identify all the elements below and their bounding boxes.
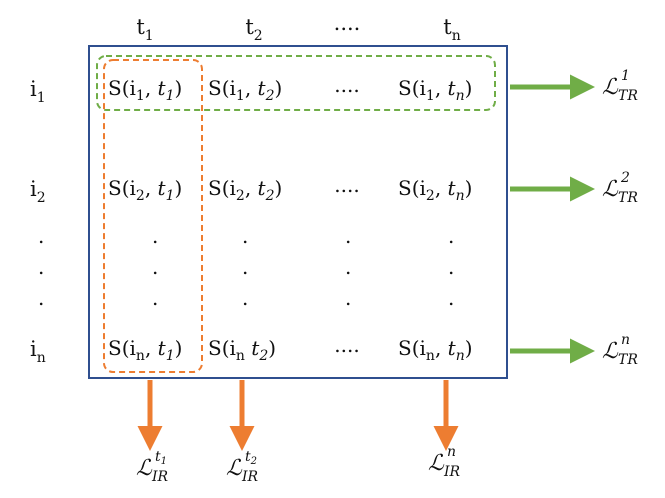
- ellipsis-dot: .: [448, 224, 454, 248]
- svg-text:ℒ: ℒ: [602, 339, 619, 364]
- ellipsis-cell: ....: [334, 333, 359, 357]
- column-headers: t1 t2 .... tn: [136, 11, 460, 44]
- svg-text:IR: IR: [241, 469, 259, 485]
- svg-text:ℒ: ℒ: [602, 177, 619, 202]
- row-label: i1: [30, 77, 46, 106]
- ir-loss: ℒ t2 IR: [226, 449, 259, 485]
- score-cell: S(i1, t2): [208, 76, 282, 104]
- svg-text:n: n: [621, 332, 630, 348]
- svg-text:IR: IR: [151, 469, 169, 485]
- svg-text:TR: TR: [618, 190, 638, 206]
- row-labels: i1 i2 . . . in: [30, 77, 46, 366]
- ellipsis-cell: ....: [334, 173, 359, 197]
- row-highlight-box: [96, 55, 496, 111]
- svg-text:ℒ: ℒ: [602, 75, 619, 100]
- ellipsis-dot: .: [345, 224, 351, 248]
- ellipsis-dot: .: [242, 255, 248, 279]
- ellipsis-dot: .: [242, 286, 248, 310]
- score-cell: S(i1, t1): [108, 76, 182, 104]
- tr-loss: ℒ 2 TR: [602, 170, 638, 206]
- score-cell: S(i2, t1): [108, 176, 182, 204]
- svg-text:ℒ: ℒ: [136, 456, 153, 481]
- ellipsis-dot: .: [242, 224, 248, 248]
- row-label-dot: .: [38, 286, 44, 310]
- ellipsis-dot: .: [345, 286, 351, 310]
- column-highlight-box: [103, 59, 203, 373]
- ir-loss: ℒ n IR: [428, 444, 461, 480]
- score-cell: S(i1, tn): [398, 76, 472, 104]
- row-label-dot: .: [38, 255, 44, 279]
- tr-loss: ℒ 1 TR: [602, 68, 638, 104]
- ellipsis-cell: ....: [334, 73, 359, 97]
- row-label: in: [30, 337, 46, 366]
- row-label: i2: [30, 177, 46, 206]
- tr-loss-labels: ℒ 1 TR ℒ 2 TR ℒ n TR: [602, 68, 638, 368]
- ellipsis-dot: .: [345, 255, 351, 279]
- column-header: t1: [136, 15, 153, 44]
- matrix-row: S(i2, t1) S(i2, t2) .... S(i2, tn): [108, 173, 472, 204]
- svg-text:1: 1: [621, 68, 630, 84]
- ellipsis-dot: .: [152, 286, 158, 310]
- matrix-row: S(in, t1) S(in t2) .... S(in, tn): [108, 333, 473, 364]
- ir-arrows: [137, 380, 459, 451]
- svg-text:t2: t2: [245, 449, 257, 467]
- ellipsis-dot: .: [448, 255, 454, 279]
- svg-text:2: 2: [620, 170, 630, 186]
- column-header: tn: [443, 15, 460, 44]
- ir-loss-labels: ℒ t1 IR ℒ t2 IR ℒ n IR: [136, 444, 461, 485]
- vertical-ellipsis: . . . . . . . . . . . .: [152, 224, 454, 310]
- score-cell: S(in, tn): [398, 336, 473, 364]
- score-cell: S(i2, t2): [208, 176, 282, 204]
- svg-text:t1: t1: [155, 449, 167, 467]
- ellipsis-dot: .: [152, 224, 158, 248]
- column-header: t2: [245, 15, 262, 44]
- ir-loss: ℒ t1 IR: [136, 449, 169, 485]
- matrix-frame: [88, 45, 508, 379]
- row-label-dot: .: [38, 224, 44, 248]
- svg-text:TR: TR: [618, 88, 638, 104]
- svg-text:TR: TR: [618, 352, 638, 368]
- column-header-ellipsis: ....: [334, 11, 361, 35]
- ellipsis-dot: .: [152, 255, 158, 279]
- score-cell: S(i2, tn): [398, 176, 472, 204]
- matrix-row: S(i1, t1) S(i1, t2) .... S(i1, tn): [108, 73, 472, 104]
- svg-text:ℒ: ℒ: [226, 456, 243, 481]
- tr-arrows: [510, 74, 595, 364]
- score-cell: S(in t2): [208, 336, 276, 364]
- svg-text:IR: IR: [443, 464, 461, 480]
- svg-text:n: n: [447, 444, 456, 460]
- svg-text:ℒ: ℒ: [428, 451, 445, 476]
- score-cell: S(in, t1): [108, 336, 182, 364]
- tr-loss: ℒ n TR: [602, 332, 638, 368]
- ellipsis-dot: .: [448, 286, 454, 310]
